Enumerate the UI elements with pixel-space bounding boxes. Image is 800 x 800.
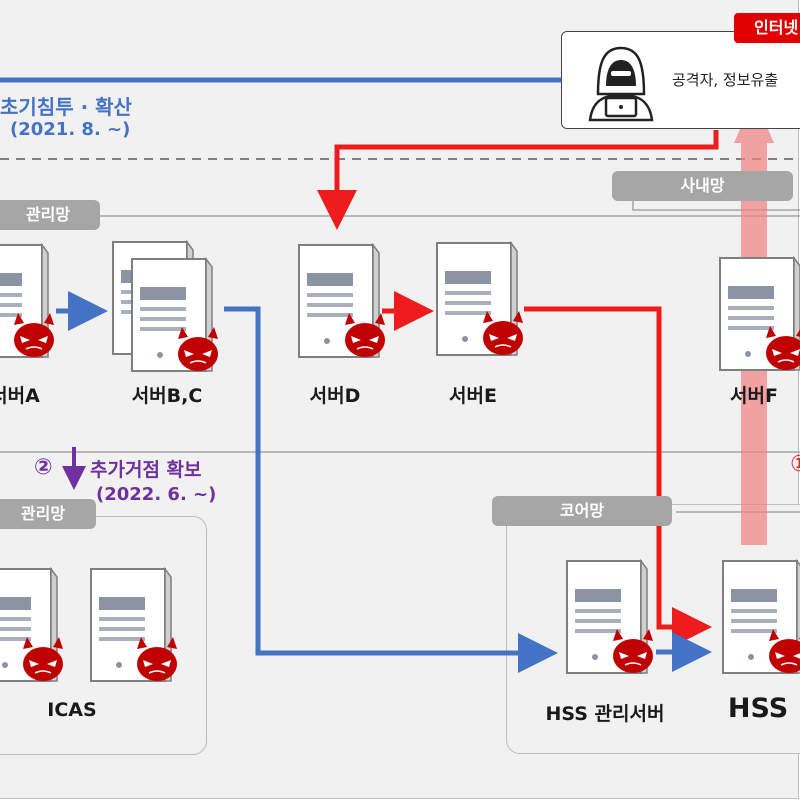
core-tag-label: 코어망 — [559, 501, 605, 520]
malware-devil-icon — [613, 629, 653, 673]
red-e-to-hss-arrow — [524, 306, 712, 647]
intranet-tag-label: 사내망 — [680, 176, 725, 195]
step2-period: (2022. 6. ~) — [96, 484, 217, 505]
server-hss-mgmt — [565, 558, 661, 679]
step2-title: 추가거점 확보 — [90, 459, 202, 481]
server-icon — [0, 566, 63, 682]
server-a-label: 서버A — [0, 385, 40, 407]
attacker-box: 공격자, 정보유출 — [561, 31, 800, 129]
server-icas-2 — [89, 566, 185, 687]
server-icon — [298, 242, 385, 358]
server-icon — [90, 566, 177, 682]
server-e-label: 서버E — [449, 385, 497, 407]
bottom-mgmt-tag-label: 관리망 — [20, 504, 66, 523]
server-icas-1 — [0, 566, 71, 687]
server-bc-label: 서버B,C — [131, 385, 203, 407]
top-mgmt-tag-label: 관리망 — [25, 205, 71, 224]
server-icon — [436, 240, 523, 356]
server-a — [0, 242, 62, 363]
step1-title: 초기침투 · 확산 — [0, 95, 132, 119]
malware-devil-icon — [345, 313, 385, 357]
server-icon — [722, 558, 800, 674]
server-icon — [719, 255, 800, 371]
malware-devil-icon — [14, 313, 54, 357]
malware-devil-icon — [137, 637, 177, 681]
server-d — [297, 242, 393, 363]
malware-devil-icon — [483, 311, 523, 355]
malware-devil-icon — [23, 637, 63, 681]
server-e — [435, 240, 531, 361]
malware-devil-icon — [769, 629, 800, 673]
server-icon — [566, 558, 653, 674]
blue-bc-to-hssmgmt-arrow — [224, 306, 558, 673]
step1-period: (2021. 8. ~) — [10, 119, 131, 140]
server-f — [718, 255, 800, 376]
server-icon — [0, 242, 54, 358]
server-d-label: 서버D — [309, 385, 361, 407]
malware-devil-icon — [766, 326, 800, 370]
internet-tag-label: 인터넷 — [754, 18, 799, 37]
server-bc-front — [130, 256, 226, 377]
internet-tag: 인터넷 — [734, 13, 800, 43]
core-tag: 코어망 — [492, 496, 672, 526]
icas-label: ICAS — [47, 699, 97, 721]
malware-devil-icon — [178, 327, 218, 371]
step2-number: ② — [34, 455, 53, 480]
server-hss — [721, 558, 800, 679]
intranet-tag: 사내망 — [612, 171, 793, 201]
hacker-icon — [588, 46, 654, 122]
step3-number: ① — [790, 452, 800, 477]
top-mgmt-tag: 관리망 — [0, 200, 100, 230]
bottom-mgmt-tag: 관리망 — [0, 499, 96, 529]
hss-label: HSS — [727, 693, 789, 724]
server-icon — [131, 256, 218, 372]
server-f-label: 서버F — [730, 385, 778, 407]
red-attacker-to-d-arrow — [317, 130, 719, 230]
attacker-label: 공격자, 정보유출 — [672, 71, 779, 89]
hss-mgmt-label: HSS 관리서버 — [545, 703, 665, 725]
